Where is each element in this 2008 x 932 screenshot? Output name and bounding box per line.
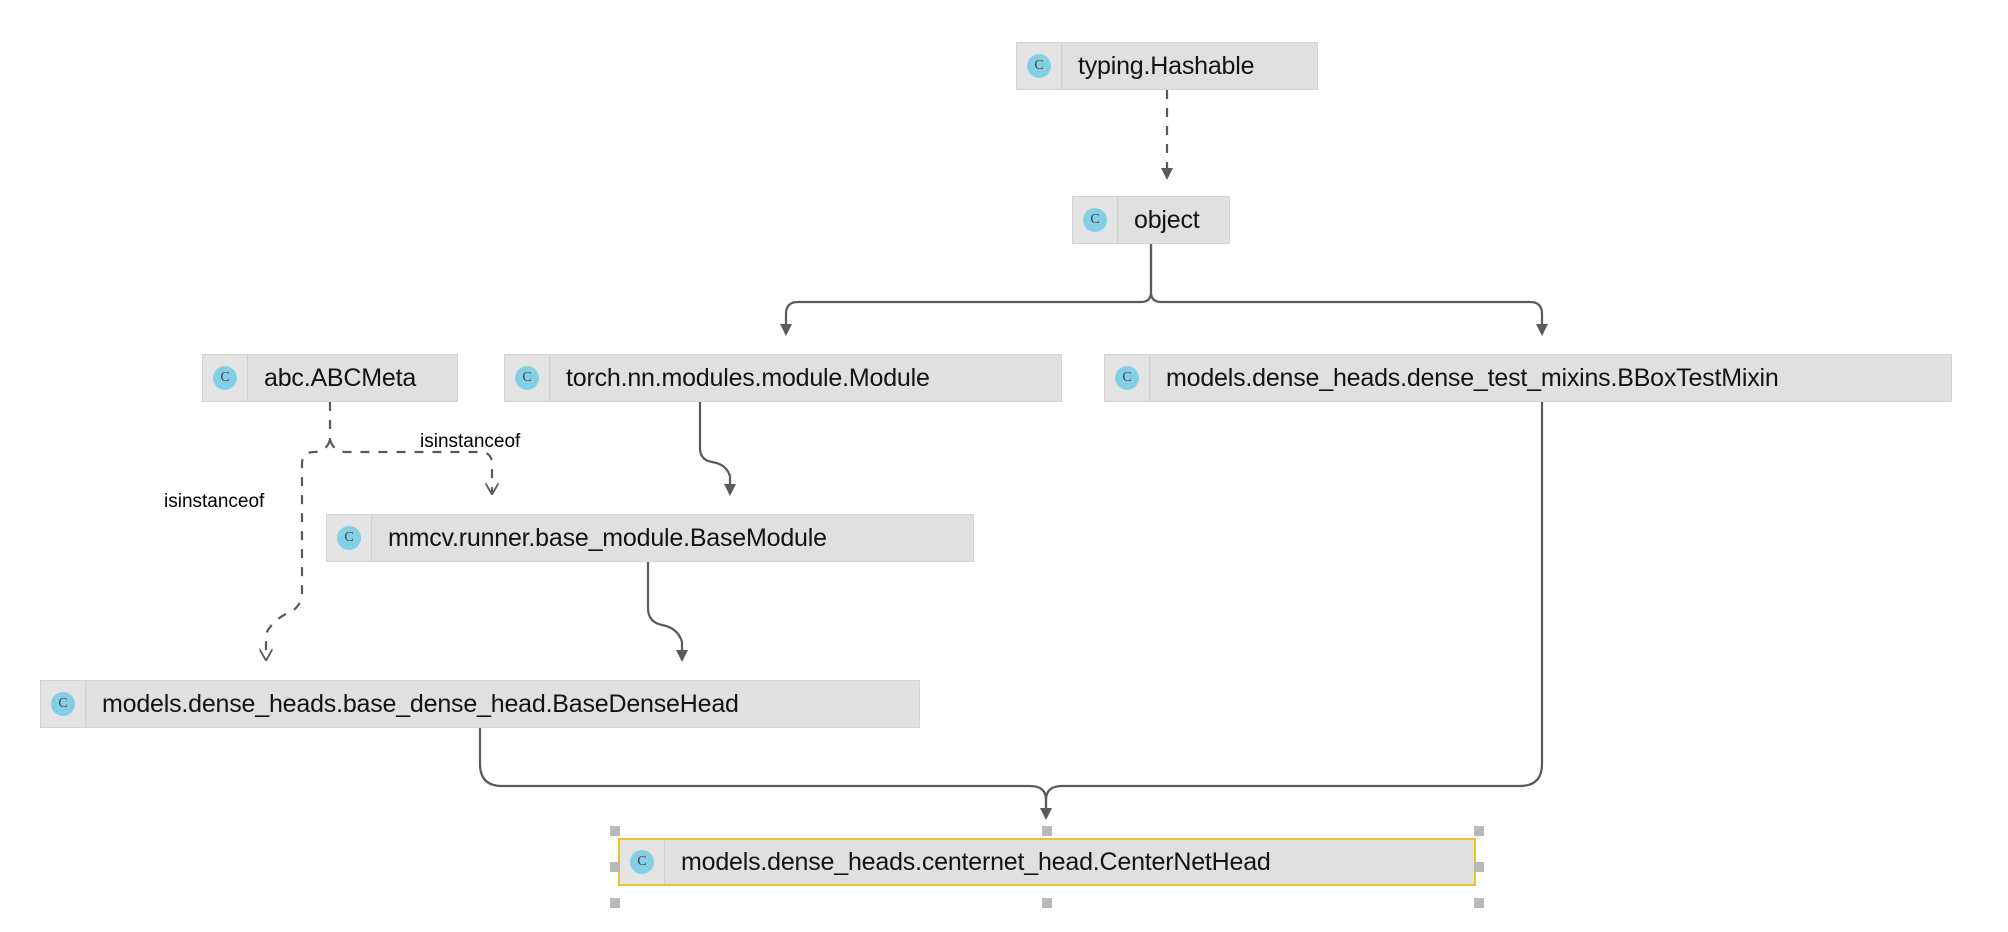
edge-label-isinstanceof-right: isinstanceof	[420, 431, 521, 452]
node-typing-hashable[interactable]: C typing.Hashable	[1016, 42, 1318, 90]
selection-handle-s[interactable]	[1042, 898, 1052, 908]
class-icon-cell: C	[1073, 197, 1118, 243]
class-icon-cell: C	[203, 355, 248, 401]
node-label: mmcv.runner.base_module.BaseModule	[388, 524, 827, 552]
class-icon: C	[51, 692, 75, 716]
class-icon-cell: C	[327, 515, 372, 561]
node-abc-abcmeta[interactable]: C abc.ABCMeta	[202, 354, 458, 402]
selection-handle-w[interactable]	[610, 862, 620, 872]
edge-basemodule-to-basedensehead	[646, 562, 688, 662]
edge-object-to-bboxtestmixin	[1149, 244, 1548, 336]
class-icon-cell: C	[505, 355, 550, 401]
edge-bboxtestmixin-to-centernethead	[1044, 402, 1544, 818]
edge-abcmeta-to-basedensehead	[266, 439, 332, 660]
node-label: typing.Hashable	[1078, 52, 1255, 80]
edge-label-isinstanceof-left: isinstanceof	[164, 491, 265, 512]
class-icon: C	[1083, 208, 1107, 232]
node-centernet-head[interactable]: C models.dense_heads.centernet_head.Cent…	[618, 838, 1476, 886]
class-icon: C	[1027, 54, 1051, 78]
selection-handle-sw[interactable]	[610, 898, 620, 908]
selection-handle-n[interactable]	[1042, 826, 1052, 836]
node-label: models.dense_heads.base_dense_head.BaseD…	[102, 690, 739, 718]
class-icon-cell: C	[1105, 355, 1150, 401]
selection-handle-se[interactable]	[1474, 898, 1484, 908]
edge-object-trunk	[780, 244, 1153, 336]
class-icon: C	[213, 366, 237, 390]
class-icon: C	[337, 526, 361, 550]
selection-handle-nw[interactable]	[610, 826, 620, 836]
node-torch-module[interactable]: C torch.nn.modules.module.Module	[504, 354, 1062, 402]
node-base-module[interactable]: C mmcv.runner.base_module.BaseModule	[326, 514, 974, 562]
node-base-dense-head[interactable]: C models.dense_heads.base_dense_head.Bas…	[40, 680, 920, 728]
node-label: abc.ABCMeta	[264, 364, 417, 392]
class-icon-cell: C	[41, 681, 86, 727]
class-icon: C	[1115, 366, 1139, 390]
class-icon-cell: C	[1017, 43, 1062, 89]
class-icon: C	[515, 366, 539, 390]
node-object[interactable]: C object	[1072, 196, 1230, 244]
node-label: models.dense_heads.centernet_head.Center…	[681, 848, 1271, 876]
edge-basedensehead-to-centernethead	[478, 728, 1052, 820]
node-label: torch.nn.modules.module.Module	[566, 364, 930, 392]
class-icon: C	[630, 850, 654, 874]
class-icon-cell: C	[620, 840, 665, 884]
edge-module-to-basemodule	[698, 402, 736, 496]
selection-handle-ne[interactable]	[1474, 826, 1484, 836]
node-label: object	[1134, 206, 1200, 234]
node-bbox-test-mixin[interactable]: C models.dense_heads.dense_test_mixins.B…	[1104, 354, 1952, 402]
node-label: models.dense_heads.dense_test_mixins.BBo…	[1166, 364, 1779, 392]
selection-handle-e[interactable]	[1474, 862, 1484, 872]
